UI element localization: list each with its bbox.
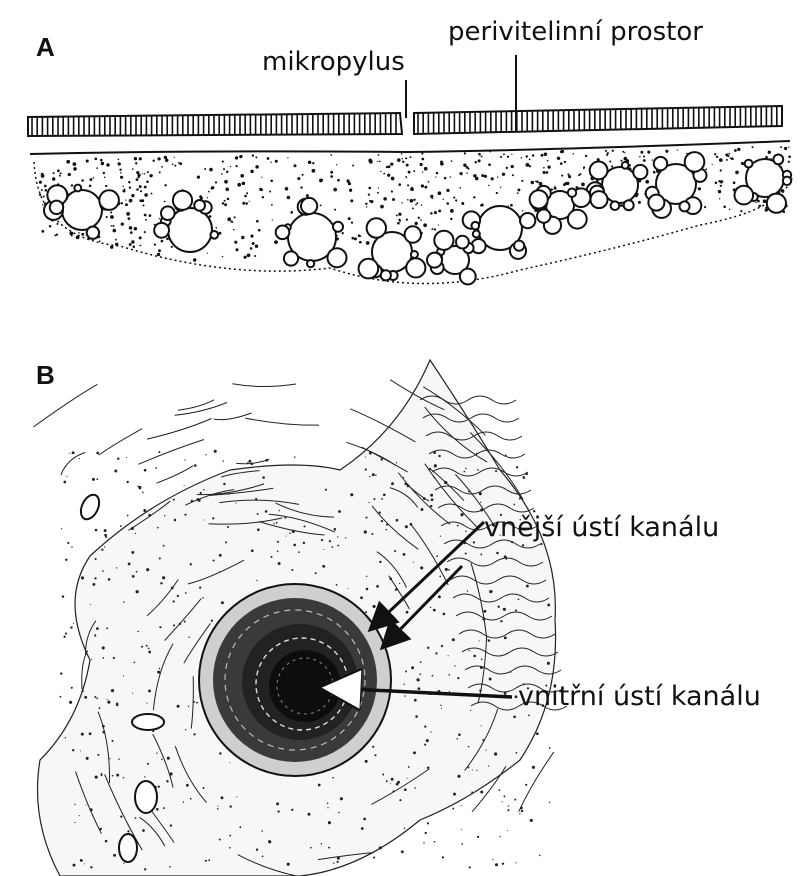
panel-b-letter: B (36, 360, 55, 390)
surface-pore (135, 781, 157, 813)
inner-opening-label: vnitřní ústí kanálu (518, 681, 761, 712)
micropyle-label: mikropylus (262, 47, 405, 77)
panel-a: A mikropylus perivitelinní prostor (28, 17, 792, 284)
surface-pore (119, 834, 137, 862)
perivitelline-membrane (30, 141, 790, 154)
panel-a-letter: A (36, 32, 55, 62)
surface-pore (132, 714, 164, 730)
panel-b: B vnější ústí kanálu vnitřní ústí kanálu (33, 360, 760, 876)
yolk-granule-layer (34, 146, 792, 284)
perivitelline-space-label: perivitelinní prostor (448, 17, 703, 47)
micropyle-canal (199, 584, 391, 776)
surface-pore (77, 492, 102, 522)
outer-opening-label: vnější ústí kanálu (484, 512, 719, 543)
